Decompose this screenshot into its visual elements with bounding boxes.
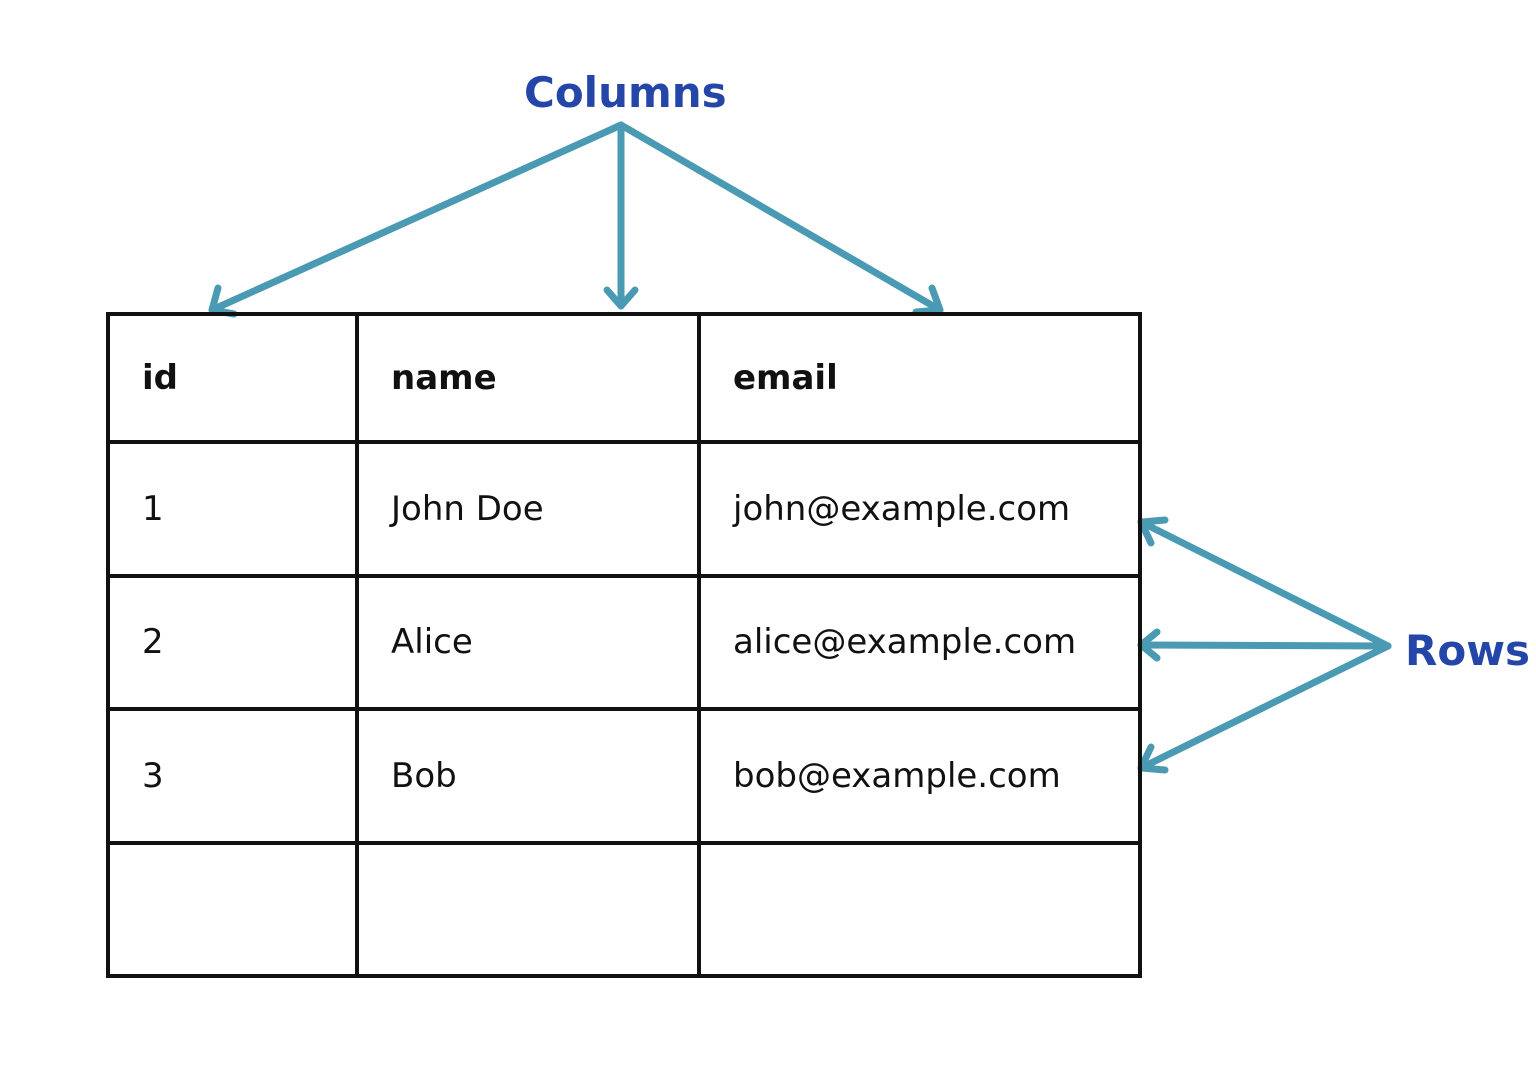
row-arrow-3 [1137,642,1392,772]
data-table: id name email 1 John Doe john@example.co… [106,312,1142,978]
table-row: 2 Alice alice@example.com [106,573,1142,711]
column-arrow-email-head [912,284,944,316]
cell-name: John Doe [355,440,701,578]
cell-name: Bob [355,707,701,845]
header-name: name [355,312,701,444]
row-arrow-3-head [1137,743,1169,774]
column-arrow-id-head [208,284,238,318]
cell-email: bob@example.com [697,707,1142,845]
cell-email: john@example.com [697,440,1142,578]
header-id: id [106,312,359,444]
cell-id: 1 [106,440,359,578]
rows-label: Rows [1405,626,1530,675]
column-arrow-email [617,121,944,314]
cell-id [106,840,359,978]
column-arrow-id [208,121,625,314]
cell-email [697,840,1142,978]
cell-name: Alice [355,573,701,711]
cell-id: 3 [106,707,359,845]
cell-name [355,840,701,978]
row-arrow-2 [1137,641,1392,650]
cell-id: 2 [106,573,359,711]
table-row: 1 John Doe john@example.com [106,440,1142,578]
row-arrow-1 [1137,518,1392,650]
table-header-row: id name email [106,312,1142,444]
column-arrow-name-head [603,286,639,310]
table-row-empty [106,840,1142,978]
columns-label: Columns [524,68,727,117]
header-email: email [697,312,1142,444]
cell-email: alice@example.com [697,573,1142,711]
row-arrow-2-head [1137,628,1161,662]
table-row: 3 Bob bob@example.com [106,707,1142,845]
row-arrow-1-head [1137,516,1169,547]
